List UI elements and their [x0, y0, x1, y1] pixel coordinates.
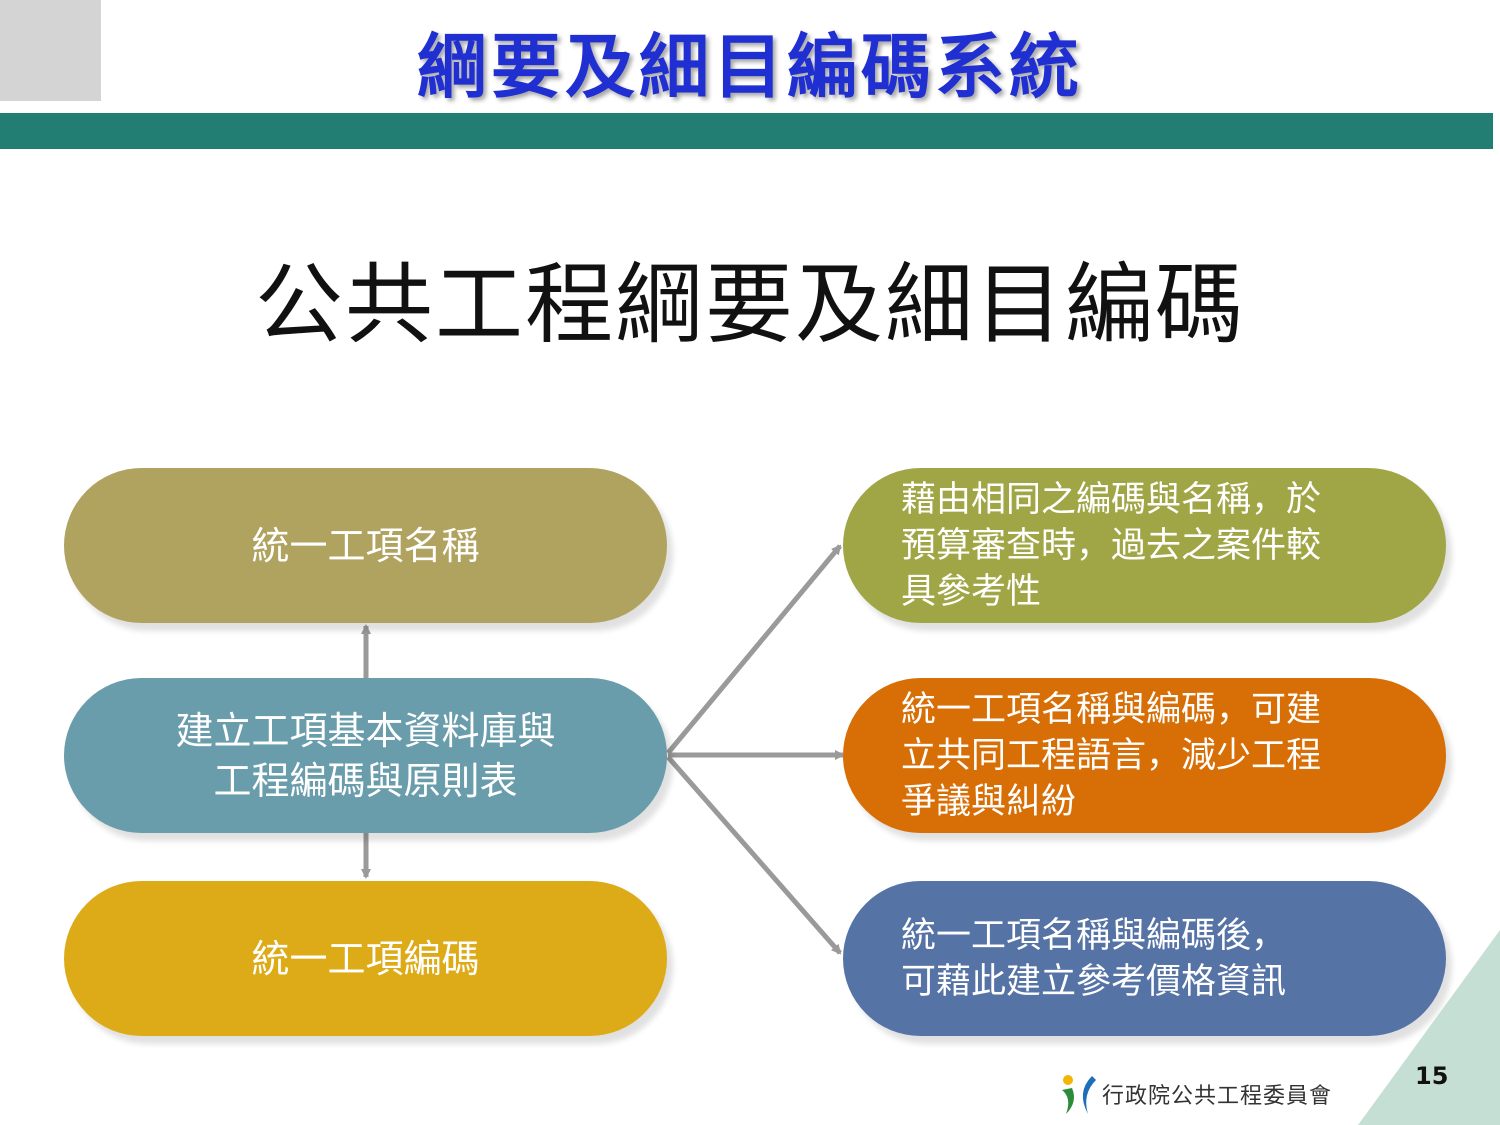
corner-triangle: [1358, 930, 1500, 1125]
org-logo-icon: [1062, 1075, 1096, 1114]
header-title: 綱要及細目編碼系統: [417, 26, 1083, 108]
org-name: 行政院公共工程委員會: [1102, 1084, 1333, 1109]
org-logo: 行政院公共工程委員會: [1058, 1072, 1332, 1116]
node-unified-item-name: 統一工項名稱: [64, 468, 667, 623]
node-label: 統一工項名稱與編碼後， 可藉此建立參考價格資訊: [901, 915, 1287, 1002]
main-title: 公共工程綱要及細目編碼: [254, 253, 1245, 356]
node-build-database: 建立工項基本資料庫與 工程編碼與原則表: [64, 678, 667, 833]
corner-square: [0, 0, 101, 101]
node-label: 統一工項名稱: [251, 523, 480, 568]
arrow-to-price-info: [666, 755, 842, 955]
node-unified-item-code: 統一工項編碼: [64, 881, 667, 1036]
node-label: 建立工項基本資料庫與 工程編碼與原則表: [175, 708, 556, 803]
node-label: 統一工項編碼: [251, 936, 480, 981]
node-label: 統一工項名稱與編碼，可建 立共同工程語言，減少工程 爭議與糾紛: [901, 689, 1322, 822]
node-reference-price-info: 統一工項名稱與編碼後， 可藉此建立參考價格資訊: [843, 881, 1446, 1036]
node-budget-review-reference: 藉由相同之編碼與名稱，於 預算審查時，過去之案件較 具參考性: [843, 468, 1446, 623]
arrow-to-budget-review: [666, 544, 842, 755]
header-bar: [0, 113, 1493, 149]
page-number: 15: [1415, 1062, 1449, 1090]
node-common-engineering-language: 統一工項名稱與編碼，可建 立共同工程語言，減少工程 爭議與糾紛: [843, 678, 1446, 833]
node-label: 藉由相同之編碼與名稱，於 預算審查時，過去之案件較 具參考性: [901, 479, 1322, 612]
